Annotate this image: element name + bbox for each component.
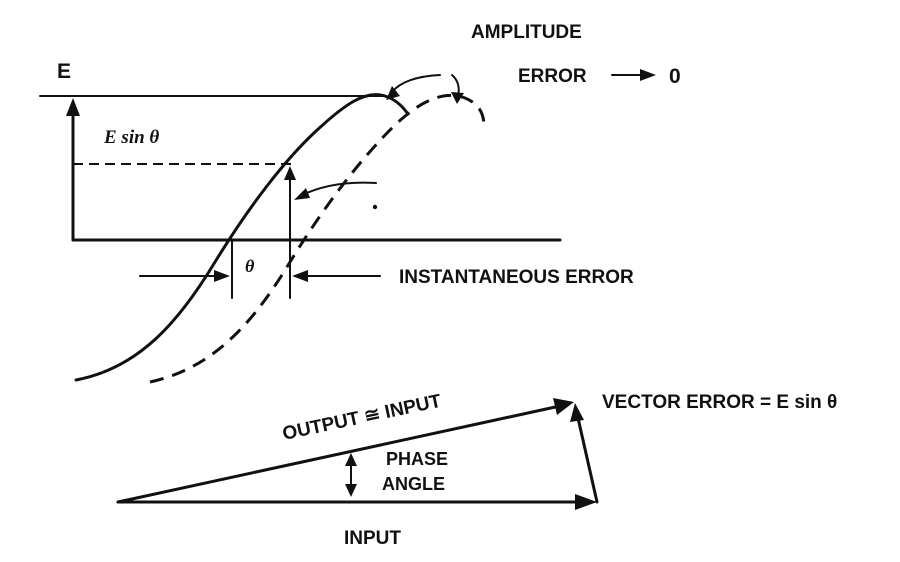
- e-sin-theta-arrowhead: [284, 166, 296, 180]
- amplitude-label: AMPLITUDE: [471, 22, 582, 43]
- waveform-section: [39, 69, 656, 384]
- theta-arrowhead-right: [292, 270, 308, 282]
- phase-angle-arrowhead-down: [345, 484, 357, 497]
- input-waveform: [74, 93, 410, 382]
- phase-label: PHASE: [386, 449, 448, 469]
- error-zero-label: 0: [669, 65, 681, 88]
- e-sin-theta-label: E sin θ: [103, 127, 159, 148]
- amplitude-arrow-left: [391, 74, 441, 93]
- vector-error-line: [576, 416, 599, 504]
- phase-angle-arrowhead-up: [345, 453, 357, 466]
- error-label: ERROR: [518, 66, 587, 87]
- instantaneous-error-label: INSTANTANEOUS ERROR: [399, 267, 634, 288]
- output-vector: [116, 404, 562, 504]
- e-arrowhead: [66, 98, 80, 116]
- output-vector-arrowhead: [553, 398, 574, 415]
- output-waveform: [149, 93, 486, 384]
- vector-diagram: [116, 398, 599, 510]
- amplitude-arrowhead-right: [451, 92, 464, 104]
- theta-arrowhead-left: [214, 270, 230, 282]
- input-vector-arrowhead: [575, 494, 597, 510]
- axis-e-label: E: [57, 60, 71, 83]
- amplitude-arrowhead-left: [386, 86, 400, 100]
- input-label: INPUT: [344, 528, 401, 549]
- vector-error-label: VECTOR ERROR = E sin θ: [602, 392, 837, 413]
- vector-error-arrowhead: [570, 403, 584, 422]
- pointer-arrowhead: [294, 188, 310, 200]
- ink-dot: [372, 204, 378, 210]
- theta-label: θ: [245, 256, 255, 276]
- angle-label: ANGLE: [382, 474, 445, 494]
- error-zero-arrowhead: [640, 69, 656, 81]
